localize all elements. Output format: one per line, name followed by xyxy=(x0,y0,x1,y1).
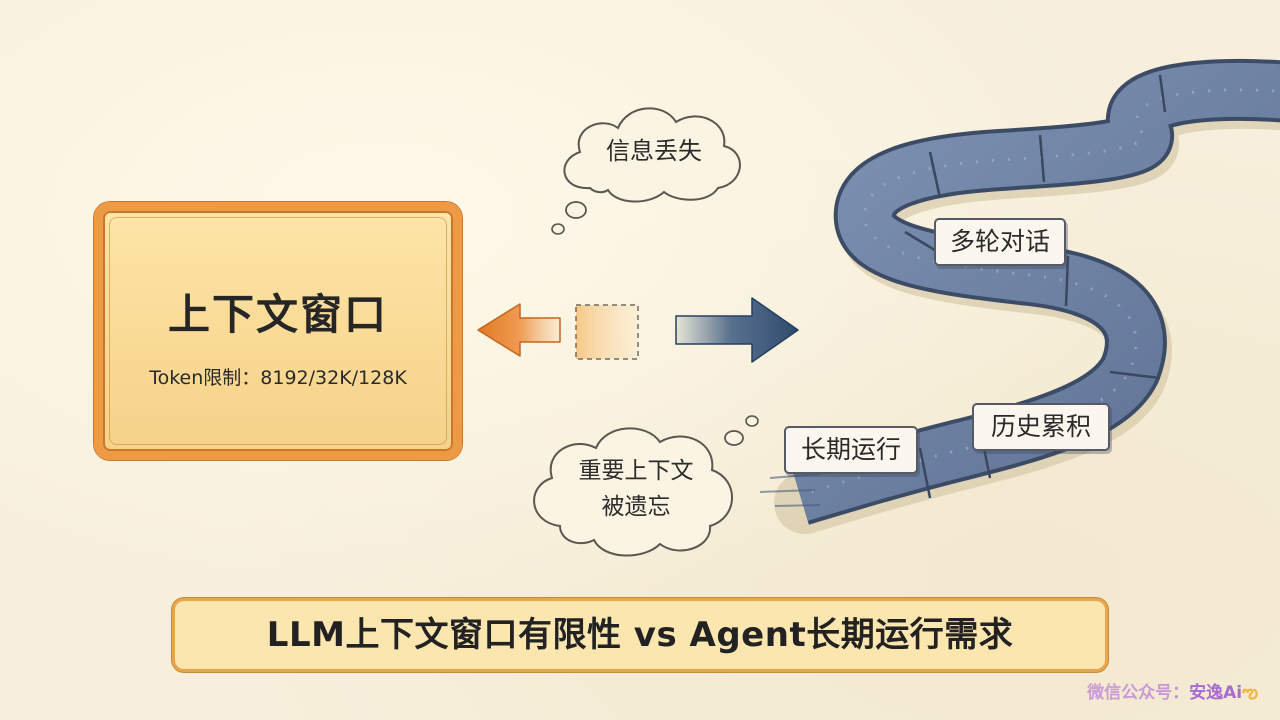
arrow-left-orange xyxy=(477,303,561,357)
tag-history-accumulation: 历史累积 xyxy=(972,403,1110,451)
dashed-placeholder-box xyxy=(575,304,639,360)
tag-long-running: 长期运行 xyxy=(784,426,918,474)
speed-streaks xyxy=(759,473,821,507)
context-window-title: 上下文窗口 xyxy=(167,290,388,339)
context-window-inner-border xyxy=(109,217,447,445)
tag-multi-turn-dialogue: 多轮对话 xyxy=(934,218,1066,266)
context-window-box: 上下文窗口 Token限制：8192/32K/128K xyxy=(94,202,462,460)
watermark-logo-icon: ఌ xyxy=(1242,682,1258,703)
cloud-info-loss xyxy=(551,107,741,235)
headline-banner: LLM上下文窗口有限性 vs Agent长期运行需求 xyxy=(172,598,1108,672)
context-window-token-limit: Token限制：8192/32K/128K xyxy=(149,367,407,389)
watermark-prefix: 微信公众号 xyxy=(1087,683,1173,703)
watermark: 微信公众号：安逸Aiఌ xyxy=(1087,680,1258,706)
cloud-forgotten-label-line2: 被遗忘 xyxy=(601,494,671,520)
cloud-info-loss-label: 信息丢失 xyxy=(606,137,702,165)
cloud-context-forgotten xyxy=(533,415,759,557)
cloud-forgotten-label-line1: 重要上下文 xyxy=(578,458,694,484)
watermark-name: 安逸Ai xyxy=(1189,683,1243,703)
arrow-right-blue xyxy=(675,297,799,363)
watermark-separator: ： xyxy=(1172,683,1190,703)
